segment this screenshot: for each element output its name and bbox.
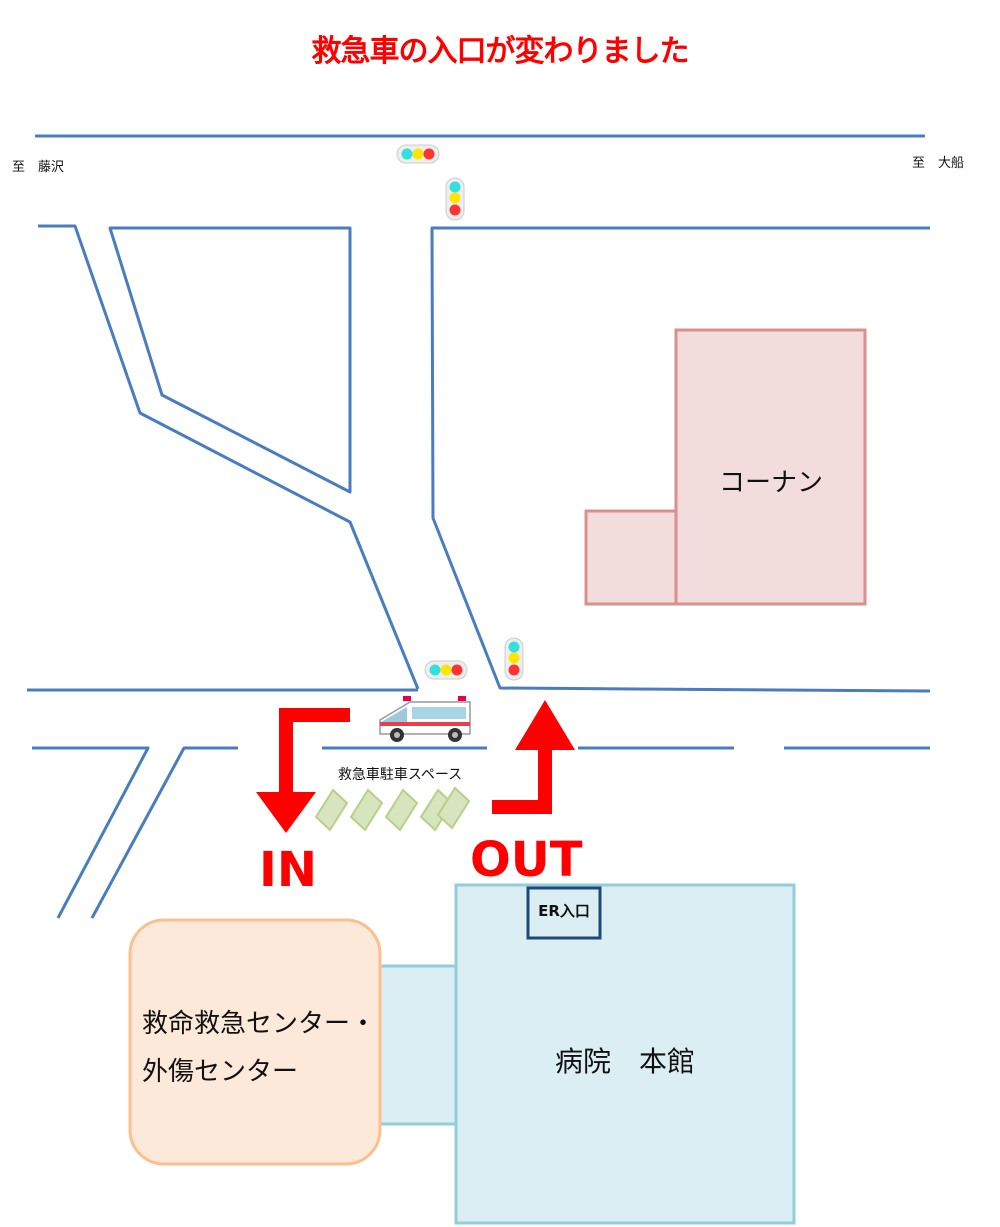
hospital-main-building xyxy=(454,883,796,1225)
traffic-light-icon xyxy=(445,177,465,221)
road-left-outer xyxy=(38,224,420,690)
in-label: IN xyxy=(258,842,318,898)
traffic-light-icon xyxy=(424,660,468,680)
direction-ofuna: 至 大船 xyxy=(912,156,965,171)
emergency-center-label-line2: 外傷センター xyxy=(142,1057,299,1087)
ambulance-icon xyxy=(379,696,471,742)
konan-building-main xyxy=(674,328,867,606)
out-route-arrow xyxy=(492,700,575,814)
road-right-edge xyxy=(430,226,931,693)
er-entrance xyxy=(526,886,602,940)
road-left-block xyxy=(108,226,352,494)
er-entrance-label: ER入口 xyxy=(538,902,590,920)
traffic-light-icon xyxy=(396,144,440,164)
page-title: 救急車の入口が変わりました xyxy=(311,34,690,69)
emergency-center-building xyxy=(128,918,382,1166)
emergency-center-label: 救命救急センター・ 外傷センター xyxy=(142,1000,376,1096)
emergency-center-label-line1: 救命救急センター・ xyxy=(142,1009,377,1039)
out-label: OUT xyxy=(470,832,583,888)
parking-label: 救急車駐車スペース xyxy=(337,767,463,783)
in-route-arrow xyxy=(256,708,350,833)
road-lower-left-2 xyxy=(90,746,238,919)
konan-label: コーナン xyxy=(718,468,823,498)
direction-fujisawa: 至 藤沢 xyxy=(12,160,65,175)
traffic-light-icon xyxy=(504,637,524,681)
konan-building-annex xyxy=(584,509,678,606)
road-lower-left xyxy=(32,746,150,919)
parking-space xyxy=(314,786,471,832)
hospital-main-label: 病院 本館 xyxy=(554,1045,695,1078)
connecting-corridor xyxy=(378,964,458,1126)
